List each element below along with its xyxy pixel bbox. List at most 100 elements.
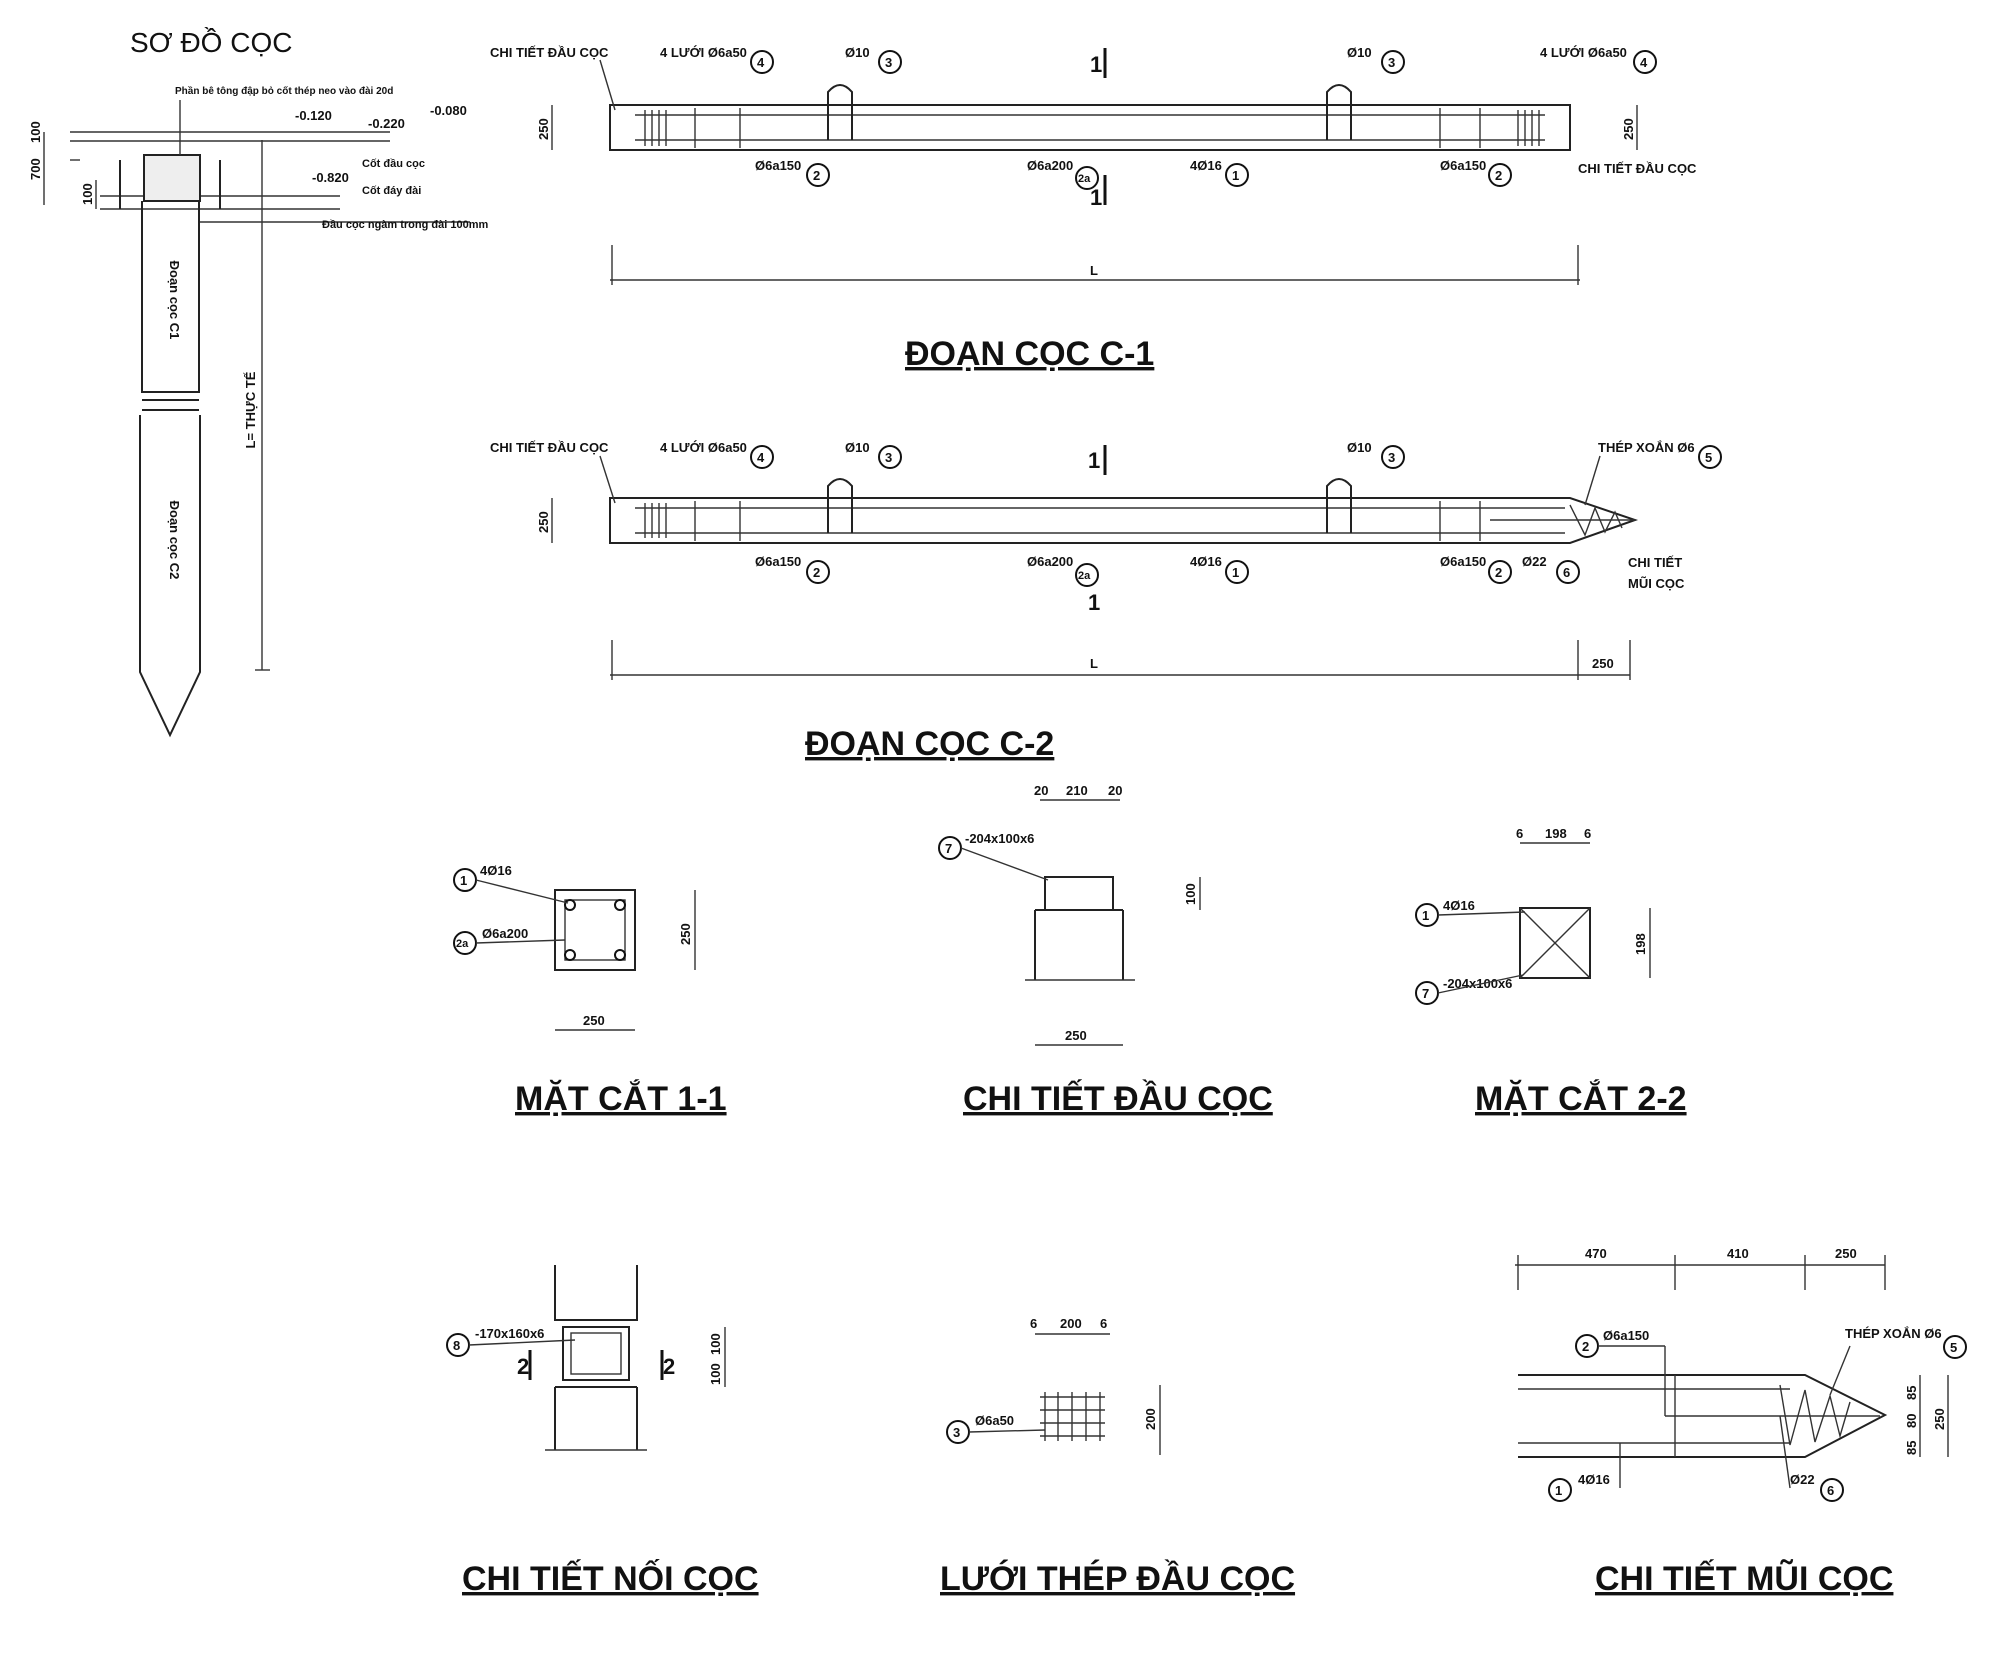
c1-n3-left: 3 — [885, 55, 892, 70]
title-luoi-thep-dau-coc: LƯỚI THÉP ĐẦU CỌC — [940, 1560, 1295, 1598]
noi-n8: 8 — [453, 1338, 460, 1353]
luoi-h: 200 — [1143, 1408, 1158, 1430]
c2-stir-mid: Ø6a200 — [1027, 554, 1073, 569]
c2-hook-right: Ø10 — [1347, 440, 1372, 455]
title-chi-tiet-noi-coc: CHI TIẾT NỐI CỌC — [462, 1559, 759, 1598]
noi-plate: -170x160x6 — [475, 1326, 544, 1341]
luoi-d3: 6 — [1100, 1316, 1107, 1331]
mui-h1: 85 — [1904, 1386, 1919, 1400]
seg2-label: Đoạn cọc C2 — [167, 501, 182, 580]
mui-n6: 6 — [1827, 1483, 1834, 1498]
mui-n5: 5 — [1950, 1340, 1957, 1355]
c1-stir-left: Ø6a150 — [755, 158, 801, 173]
section-1-1: 1 4Ø16 2a Ø6a200 250 250 MẶT CẮT 1-1 — [453, 863, 727, 1118]
mui-d1: 470 — [1585, 1246, 1607, 1261]
c1-body — [609, 104, 1571, 151]
ctdc-plate: -204x100x6 — [965, 831, 1034, 846]
mc22-plate: -204x100x6 — [1443, 976, 1512, 991]
mc22-n7: 7 — [1422, 986, 1429, 1001]
c2-n1: 1 — [1232, 565, 1239, 580]
pile-c1: 1 1 CHI TIẾT ĐẦU CỌC 4 LƯỚI Ø6a50 4 Ø10 … — [490, 45, 1697, 373]
c2-dim-tip: 250 — [1592, 656, 1614, 671]
mc11-n1: 1 — [460, 873, 467, 888]
ctdc-d1: 20 — [1034, 783, 1048, 798]
ctdc-w: 250 — [1065, 1028, 1087, 1043]
section-2-2: 6 198 6 1 4Ø16 7 -204x100x6 198 MẶT CẮT … — [1415, 826, 1687, 1118]
c2-head-left: CHI TIẾT ĐẦU CỌC — [490, 440, 609, 455]
title-mat-cat-22: MẶT CẮT 2-2 — [1475, 1080, 1687, 1118]
mui-h3: 85 — [1904, 1441, 1919, 1455]
c2-mesh-left: 4 LƯỚI Ø6a50 — [660, 440, 747, 455]
c1-mesh-left: 4 LƯỚI Ø6a50 — [660, 45, 747, 60]
note-top: Phần bê tông đập bỏ cốt thép neo vào đài… — [175, 85, 393, 97]
mui-htot: 250 — [1932, 1408, 1947, 1430]
c1-n2-right: 2 — [1495, 168, 1502, 183]
c1-n2-left: 2 — [813, 168, 820, 183]
mc22-h: 198 — [1633, 933, 1648, 955]
ctdc-h: 100 — [1183, 883, 1198, 905]
c2-n4: 4 — [757, 450, 765, 465]
label-cos-day: Cốt đáy đài — [362, 185, 421, 197]
c1-n3-right: 3 — [1388, 55, 1395, 70]
c2-body — [609, 497, 1639, 544]
luoi-d2: 200 — [1060, 1316, 1082, 1331]
c1-n4-left: 4 — [757, 55, 765, 70]
c2-n2-right: 2 — [1495, 565, 1502, 580]
mc11-stir: Ø6a200 — [482, 926, 528, 941]
title-so-do-coc: SƠ ĐỒ CỌC — [130, 27, 292, 58]
c1-mesh-right: 4 LƯỚI Ø6a50 — [1540, 45, 1627, 60]
c1-n2a: 2a — [1078, 173, 1091, 185]
c1-head-right: CHI TIẾT ĐẦU CỌC — [1578, 161, 1697, 176]
luoi-d1: 6 — [1030, 1316, 1037, 1331]
c1-n4-right: 4 — [1640, 55, 1648, 70]
luoi-n3: 3 — [953, 1425, 960, 1440]
mui-n1: 1 — [1555, 1483, 1562, 1498]
title-mat-cat-11: MẶT CẮT 1-1 — [515, 1080, 727, 1118]
c1-main: 4Ø16 — [1190, 158, 1222, 173]
mui-d3: 250 — [1835, 1246, 1857, 1261]
ctdc-d3: 20 — [1108, 783, 1122, 798]
mui-tip: Ø22 — [1790, 1472, 1815, 1487]
noi-sec-l: 2 — [517, 1354, 529, 1379]
detail-tip: 470 410 250 2 Ø6a150 THÉP XOẮN Ø6 5 1 4Ø… — [1515, 1246, 1967, 1598]
c1-head-left: CHI TIẾT ĐẦU CỌC — [490, 45, 609, 60]
detail-splice: 8 -170x160x6 2 2 100 100 CHI TIẾT NỐI CỌ… — [446, 1265, 759, 1598]
noi-d1: 100 — [708, 1333, 723, 1355]
c1-hook-left: Ø10 — [845, 45, 870, 60]
mui-d2: 410 — [1727, 1246, 1749, 1261]
note-embed: Đầu cọc ngàm trong đài 100mm — [322, 219, 488, 231]
title-chi-tiet-dau-coc: CHI TIẾT ĐẦU CỌC — [963, 1080, 1273, 1118]
c2-stir-right: Ø6a150 — [1440, 554, 1486, 569]
elev-1: -0.120 — [295, 108, 332, 123]
mc22-d3: 6 — [1584, 826, 1591, 841]
c2-main: 4Ø16 — [1190, 554, 1222, 569]
c1-sec-bot: 1 — [1090, 185, 1102, 210]
pile-c2: 1 1 CHI TIẾT ĐẦU CỌC 4 LƯỚI Ø6a50 4 Ø10 … — [490, 440, 1722, 763]
ctdc-d2: 210 — [1066, 783, 1088, 798]
detail-pile-head: 20 210 20 7 -204x100x6 100 250 CHI TIẾT … — [938, 783, 1273, 1118]
pile-schema: SƠ ĐỒ CỌC Đoạn cọc C1 Đoạn cọc C2 L= THỰ… — [28, 27, 488, 738]
c2-sec-top: 1 — [1088, 448, 1100, 473]
noi-sec-r: 2 — [663, 1354, 675, 1379]
mc22-d1: 6 — [1516, 826, 1523, 841]
c2-tip-detail-1: CHI TIẾT — [1628, 555, 1682, 570]
dim-top: 100 — [28, 121, 43, 143]
mui-n2: 2 — [1582, 1339, 1589, 1354]
c1-n1: 1 — [1232, 168, 1239, 183]
mc22-main: 4Ø16 — [1443, 898, 1475, 913]
c2-n3-left: 3 — [885, 450, 892, 465]
mc22-n1: 1 — [1422, 908, 1429, 923]
mc11-n2a: 2a — [456, 938, 469, 950]
c2-n6: 6 — [1563, 565, 1570, 580]
dim-small: 100 — [80, 183, 95, 205]
mui-spiral: THÉP XOẮN Ø6 — [1845, 1326, 1942, 1341]
c2-n3-right: 3 — [1388, 450, 1395, 465]
elev-4: -0.820 — [312, 170, 349, 185]
noi-d2: 100 — [708, 1363, 723, 1385]
c2-n2a: 2a — [1078, 570, 1091, 582]
c1-dim-left: 250 — [536, 118, 551, 140]
mc11-h: 250 — [678, 923, 693, 945]
c2-dim-left: 250 — [536, 511, 551, 533]
c1-dim-right: 250 — [1621, 118, 1636, 140]
c2-sec-bot: 1 — [1088, 590, 1100, 615]
